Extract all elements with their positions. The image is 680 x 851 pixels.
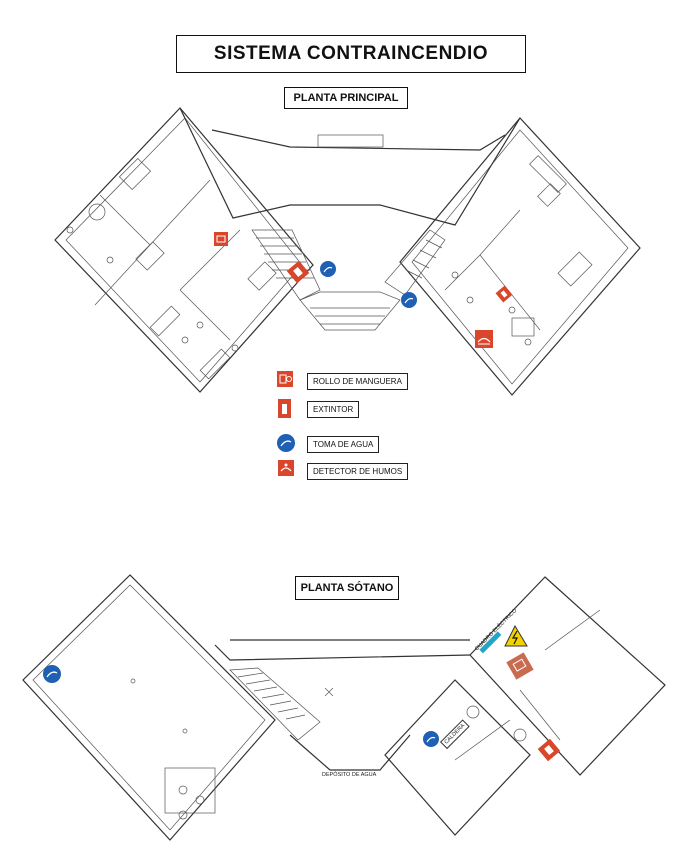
smoke-detector-icon-main-1 — [475, 330, 493, 348]
left-staircase — [251, 229, 321, 301]
right-wing-inner-wall — [411, 129, 629, 385]
basement-right-lower-room — [384, 679, 531, 836]
basement-plan — [22, 574, 666, 841]
hose-reel-icon-basement-1 — [506, 652, 534, 680]
basement-south-wall — [289, 734, 411, 771]
water-outlet-icon-basement-2 — [423, 731, 439, 747]
entry-steps — [299, 291, 401, 331]
legend-water-outlet-icon — [277, 434, 295, 452]
water-outlet-icon-basement-1 — [43, 665, 61, 683]
legend-label-water-outlet: TOMA DE AGUA — [307, 436, 380, 453]
north-connecting-wall — [179, 107, 521, 226]
right-staircase — [384, 229, 446, 296]
basement-left-room — [22, 574, 276, 841]
left-wing-inner-wall — [65, 117, 303, 383]
extinguisher-icon-main-1 — [286, 260, 310, 284]
legend-hose-reel-icon — [277, 371, 293, 387]
legend-label-extinguisher: EXTINTOR — [307, 401, 360, 418]
warning-electric-icon — [504, 624, 528, 647]
main-floor-label: PLANTA PRINCIPAL — [284, 87, 408, 109]
basement-right-upper-room — [469, 576, 666, 776]
basement-bathroom — [164, 767, 216, 814]
legend-label-hose-reel: ROLLO DE MANGUERA — [307, 373, 408, 390]
right-wing-outline — [399, 117, 641, 396]
hose-reel-icon-main-1 — [214, 232, 228, 246]
basement-floor-label: PLANTA SÓTANO — [295, 576, 399, 600]
water-tank-tag: DEPÓSITO DE AGUA — [322, 772, 377, 778]
legend-extinguisher-icon — [278, 399, 291, 418]
basement-left-inner — [32, 584, 266, 831]
north-window — [317, 134, 384, 148]
page-title: SISTEMA CONTRAINCENDIO — [176, 35, 526, 73]
electrical-panel-icon — [479, 631, 502, 654]
basement-north-wall — [214, 644, 471, 661]
legend-label-smoke-detector: DETECTOR DE HUMOS — [307, 463, 409, 480]
water-outlet-icon-main-2 — [401, 292, 417, 308]
legend-smoke-detector-icon — [278, 460, 294, 476]
water-outlet-icon-main-1 — [320, 261, 336, 277]
left-wing-outline — [54, 107, 314, 393]
basement-staircase — [229, 667, 321, 741]
extinguisher-icon-basement-1 — [537, 738, 561, 762]
north-facade — [211, 129, 506, 151]
main-floor-plan — [54, 107, 641, 396]
extinguisher-icon-main-2 — [495, 285, 513, 303]
